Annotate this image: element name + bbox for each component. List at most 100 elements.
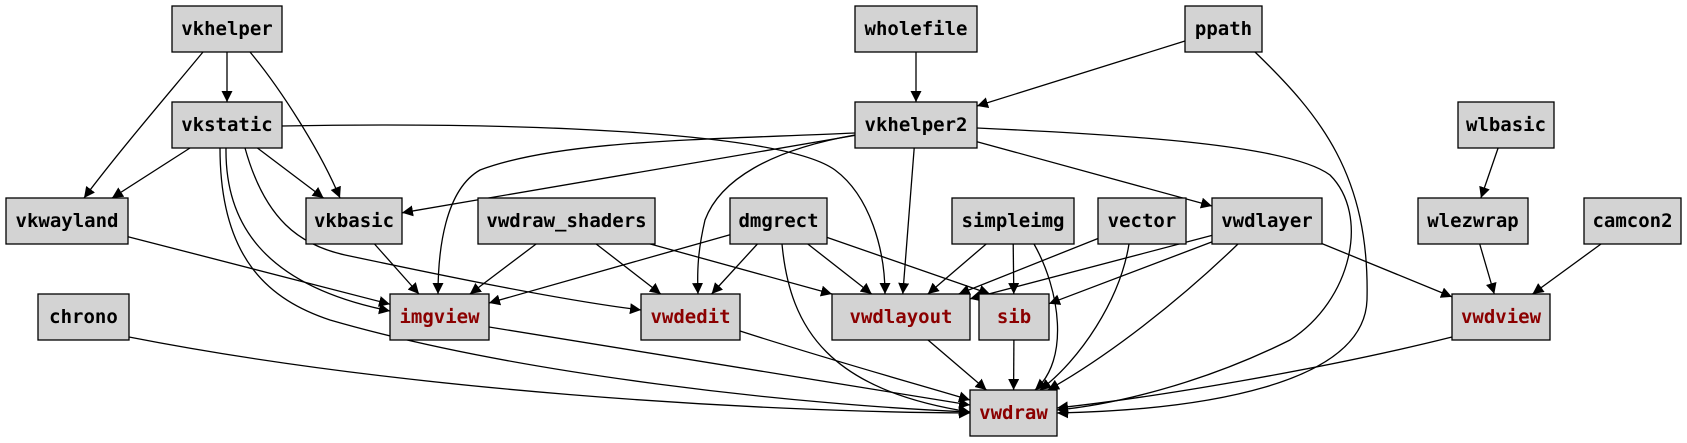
edge-vkbasic-to-imgview xyxy=(374,243,420,295)
node-vkhelper[interactable]: vkhelper xyxy=(171,5,283,53)
node-box-wholefile xyxy=(854,5,978,53)
node-vkstatic[interactable]: vkstatic xyxy=(171,101,283,149)
node-label-vkwayland: vkwayland xyxy=(16,210,119,232)
node-box-vkbasic xyxy=(305,197,403,245)
edge-vkhelper2-to-vwdedit xyxy=(692,134,856,295)
node-label-chrono: chrono xyxy=(49,306,118,328)
edge-ppath-to-vkhelper2 xyxy=(976,40,1186,108)
edge-vector-to-vwdlayout xyxy=(958,237,1099,296)
edge-wlezwrap-to-vwdview xyxy=(1479,243,1497,295)
edge-dmgrect-to-vwdlayout xyxy=(807,243,873,295)
node-box-vkhelper2 xyxy=(854,101,978,149)
edge-vwdlayout-to-vwdraw xyxy=(927,339,987,391)
node-vwdraw-shaders[interactable]: vwdraw_shaders xyxy=(477,197,656,245)
node-vwdraw[interactable]: vwdraw xyxy=(969,389,1058,437)
node-label-vkstatic: vkstatic xyxy=(181,114,273,136)
edge-vkstatic-to-vwdraw xyxy=(219,147,971,418)
node-camcon2[interactable]: camcon2 xyxy=(1583,197,1682,245)
node-label-vwdlayout: vwdlayout xyxy=(850,306,953,328)
nodes-layer: vkhelper wholefile ppath vkstatic vkhelper2 w… xyxy=(5,5,1682,437)
edge-vwdlayer-to-sib xyxy=(1048,241,1213,305)
node-label-simpleimg: simpleimg xyxy=(962,210,1065,232)
node-label-wlezwrap: wlezwrap xyxy=(1427,210,1519,232)
node-vkwayland[interactable]: vkwayland xyxy=(5,197,129,245)
node-box-dmgrect xyxy=(729,197,828,245)
edge-vkwayland-to-imgview xyxy=(127,236,391,307)
edge-simpleimg-to-vwdlayout xyxy=(927,243,987,295)
node-label-vwdraw-shaders: vwdraw_shaders xyxy=(486,210,646,232)
node-chrono[interactable]: chrono xyxy=(37,293,130,341)
node-box-vwdraw xyxy=(969,389,1058,437)
edge-dmgrect-to-vwdraw xyxy=(781,243,971,416)
edge-vwdlayer-to-vwdraw xyxy=(1047,243,1239,391)
node-label-vkbasic: vkbasic xyxy=(314,210,394,232)
node-vwdlayout[interactable]: vwdlayout xyxy=(831,293,971,341)
edge-dmgrect-to-vwdedit xyxy=(711,243,758,295)
edge-vkstatic-to-vkwayland xyxy=(111,147,191,199)
edges-layer xyxy=(83,40,1602,419)
node-label-vwdview: vwdview xyxy=(1461,306,1542,328)
edge-vwdraw-shaders-to-imgview xyxy=(469,243,537,295)
edge-vkstatic-to-vkbasic xyxy=(257,147,324,199)
node-vkbasic[interactable]: vkbasic xyxy=(305,197,403,245)
node-vwdview[interactable]: vwdview xyxy=(1451,293,1551,341)
edge-wlbasic-to-wlezwrap xyxy=(1479,147,1499,199)
edge-vkstatic-to-vwdedit xyxy=(244,147,642,315)
edge-vkhelper2-to-imgview xyxy=(432,132,856,295)
node-box-vwdraw-shaders xyxy=(477,197,656,245)
node-vwdlayer[interactable]: vwdlayer xyxy=(1211,197,1323,245)
edge-vwdedit-to-vwdraw xyxy=(739,330,971,403)
node-box-simpleimg xyxy=(951,197,1075,245)
node-ppath[interactable]: ppath xyxy=(1184,5,1263,53)
edge-vkhelper-to-vkwayland xyxy=(83,51,204,199)
node-box-imgview xyxy=(389,293,490,341)
edge-vkstatic-to-imgview xyxy=(225,147,391,315)
node-sib[interactable]: sib xyxy=(978,293,1050,341)
node-label-wlbasic: wlbasic xyxy=(1466,114,1546,136)
node-wholefile[interactable]: wholefile xyxy=(854,5,978,53)
edge-vwdlayer-to-vwdlayout xyxy=(969,234,1213,302)
edge-dmgrect-to-sib xyxy=(822,235,991,296)
edge-simpleimg-to-sib xyxy=(1008,243,1020,295)
edge-vwdraw-shaders-to-vwdedit xyxy=(595,243,662,295)
node-box-vwdlayout xyxy=(831,293,971,341)
node-simpleimg[interactable]: simpleimg xyxy=(951,197,1075,245)
node-box-sib xyxy=(978,293,1050,341)
node-box-wlbasic xyxy=(1457,101,1555,149)
node-vwdedit[interactable]: vwdedit xyxy=(640,293,741,341)
node-label-vector: vector xyxy=(1108,210,1177,232)
edge-dmgrect-to-imgview xyxy=(488,234,731,306)
node-label-vkhelper: vkhelper xyxy=(181,18,273,40)
edge-vwdraw-shaders-to-vwdlayout xyxy=(642,241,833,297)
node-imgview[interactable]: imgview xyxy=(389,293,490,341)
edge-simpleimg-to-vwdraw xyxy=(1033,243,1059,391)
node-label-imgview: imgview xyxy=(399,306,480,328)
edge-vector-to-vwdraw xyxy=(1039,243,1130,391)
node-label-vwdedit: vwdedit xyxy=(650,306,730,328)
node-box-chrono xyxy=(37,293,130,341)
node-box-vkwayland xyxy=(5,197,129,245)
node-label-vwdraw: vwdraw xyxy=(979,402,1048,424)
node-label-wholefile: wholefile xyxy=(865,18,968,40)
node-label-camcon2: camcon2 xyxy=(1592,210,1672,232)
node-dmgrect[interactable]: dmgrect xyxy=(729,197,828,245)
edge-vkhelper2-to-vwdlayout xyxy=(898,147,915,295)
edge-vwdview-to-vwdraw xyxy=(1056,336,1453,413)
edge-vkhelper-to-vkbasic xyxy=(249,51,341,199)
node-label-dmgrect: dmgrect xyxy=(738,210,818,232)
edge-chrono-to-vwdraw xyxy=(128,336,971,419)
node-box-vkstatic xyxy=(171,101,283,149)
node-box-vwdview xyxy=(1451,293,1551,341)
node-vector[interactable]: vector xyxy=(1097,197,1187,245)
node-box-camcon2 xyxy=(1583,197,1682,245)
node-label-vwdlayer: vwdlayer xyxy=(1221,210,1313,232)
node-wlezwrap[interactable]: wlezwrap xyxy=(1417,197,1529,245)
node-box-ppath xyxy=(1184,5,1263,53)
node-label-sib: sib xyxy=(997,306,1031,328)
edge-vkhelper2-to-vwdraw xyxy=(976,127,1352,415)
edge-camcon2-to-vwdview xyxy=(1532,243,1602,295)
node-vkhelper2[interactable]: vkhelper2 xyxy=(854,101,978,149)
edge-vkhelper2-to-vwdlayer xyxy=(976,141,1213,209)
node-wlbasic[interactable]: wlbasic xyxy=(1457,101,1555,149)
